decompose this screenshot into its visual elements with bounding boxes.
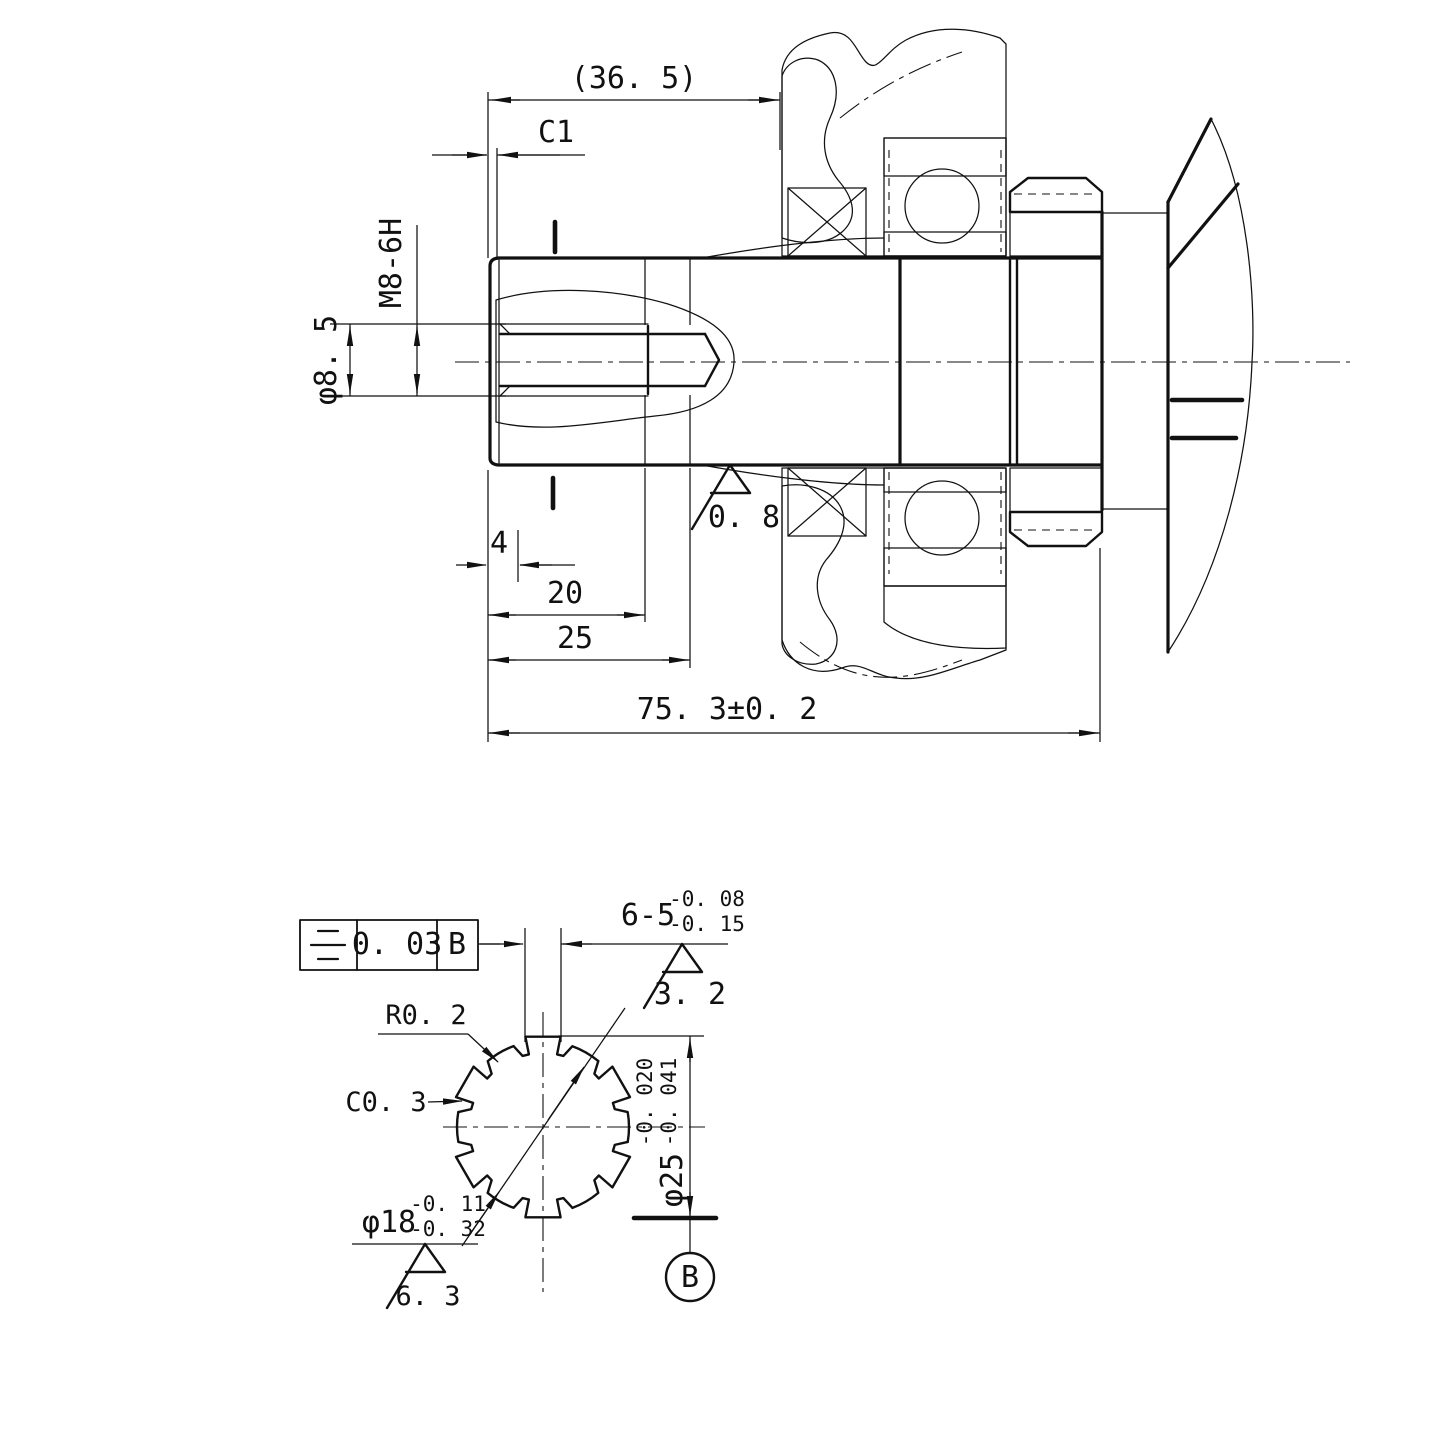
major-diameter-upper-tol: -0. 020	[633, 1058, 657, 1147]
minor-diameter-upper-tol: -0. 11	[410, 1192, 486, 1216]
nut-crown-upper	[1008, 176, 1104, 214]
fcf-datum-ref: B	[448, 927, 466, 962]
bearing-ball-lower	[904, 480, 980, 556]
dim-overall-ref-label: (36. 5)	[571, 61, 697, 96]
dimension-chamfer-c1: C1	[432, 115, 585, 260]
roughness-symbol-fillet: 0. 8	[690, 463, 780, 535]
dimension-overall-ref: (36. 5)	[487, 61, 781, 258]
major-diameter-lower-tol: -0. 041	[657, 1058, 681, 1147]
roughness-symbol-minor: 6. 3	[385, 1242, 461, 1312]
bearing-inner-ring	[883, 231, 1007, 257]
dimension-major-diameter: φ25 -0. 020 -0. 041	[558, 1035, 719, 1221]
bell-curve	[1167, 118, 1254, 653]
callout-chamfer: C0. 3	[345, 1087, 463, 1118]
dim-total-length-label: 75. 3±0. 2	[637, 692, 818, 727]
section-view: 0. 03 B 6-5 -0. 08 -0. 15 3. 2	[299, 887, 745, 1312]
major-diameter-value: φ25	[655, 1153, 690, 1207]
fcf-tolerance-value: 0. 03	[352, 927, 442, 962]
oil-seal-lower	[787, 467, 867, 537]
oil-seal-upper	[787, 187, 867, 257]
bearing-ball	[904, 168, 980, 244]
nut-crown-lower	[1008, 510, 1104, 548]
spline-width-upper-tol: -0. 08	[669, 887, 745, 911]
crank-web-curve-top	[701, 237, 885, 259]
fillet-radius-label: R0. 2	[385, 1000, 466, 1031]
section-chamfer-label: C0. 3	[345, 1087, 426, 1118]
callout-fillet-radius: R0. 2	[378, 1000, 499, 1063]
bearing-inner-ring-lower	[883, 467, 1007, 493]
nut-hatch-upper	[1009, 211, 1103, 257]
roughness-symbol-spline-flank: 3. 2	[642, 942, 726, 1012]
housing-bore-lower	[883, 585, 1007, 650]
symmetry-symbol-icon	[309, 929, 347, 961]
bearing-outer-ring	[883, 137, 1007, 177]
crankcase-lower-web	[781, 484, 845, 665]
dimension-thread-depth-20: 20	[488, 468, 646, 622]
spline-width-lower-tol: -0. 15	[669, 912, 745, 936]
crankcase-upper-web	[781, 57, 853, 244]
ball-bearing-lower	[883, 467, 1007, 650]
crankcase-upper-hatched	[781, 28, 1007, 257]
dimension-thread-start-4: 4	[456, 470, 575, 742]
datum-feature-b: B	[664, 1218, 716, 1303]
nut-hatch-lower	[1009, 467, 1103, 513]
roughness-spline-flank-value: 3. 2	[654, 977, 726, 1012]
pulley-bell	[1166, 117, 1254, 654]
crankcase-section	[781, 28, 1007, 680]
crankcase-lower-hatched	[781, 467, 1007, 680]
dimension-spline-width: 6-5 -0. 08 -0. 15	[524, 887, 745, 1042]
dimension-total-length: 75. 3±0. 2	[488, 548, 1101, 742]
dimension-shoulder-25: 25	[488, 468, 691, 668]
feature-control-frame: 0. 03 B	[299, 919, 524, 971]
dim-4-label: 4	[490, 526, 508, 561]
datum-label: B	[681, 1260, 699, 1295]
dim-chamfer-label: C1	[538, 115, 574, 150]
tapped-hole-local-section	[495, 289, 735, 428]
pilot-diameter-label: φ8. 5	[309, 315, 344, 405]
upper-break-line	[839, 51, 963, 119]
roughness-icon	[642, 942, 704, 1010]
roughness-icon	[385, 1242, 447, 1310]
minor-diameter-lower-tol: -0. 32	[410, 1217, 486, 1241]
dim-20-label: 20	[547, 576, 583, 611]
roughness-minor-value: 6. 3	[395, 1281, 460, 1312]
dimension-thread-m8: M8-6H φ8. 5	[309, 218, 506, 405]
bearing-outer-ring-lower	[883, 547, 1007, 587]
roughness-fillet-value: 0. 8	[708, 500, 780, 535]
dimension-minor-diameter: φ18 -0. 11 -0. 32	[352, 1007, 626, 1247]
spline-width-value: 6-5	[621, 898, 675, 933]
datum-circle	[664, 1251, 716, 1303]
crank-web-curve-bottom	[701, 464, 885, 486]
lower-break-line	[799, 641, 963, 678]
roughness-icon	[690, 463, 752, 531]
ball-bearing-upper	[883, 137, 1007, 257]
spline-section-outline	[435, 1032, 651, 1222]
dim-25-label: 25	[557, 621, 593, 656]
drill-point	[703, 332, 721, 388]
thread-spec-label: M8-6H	[374, 218, 409, 308]
minor-diameter-value: φ18	[362, 1205, 416, 1240]
